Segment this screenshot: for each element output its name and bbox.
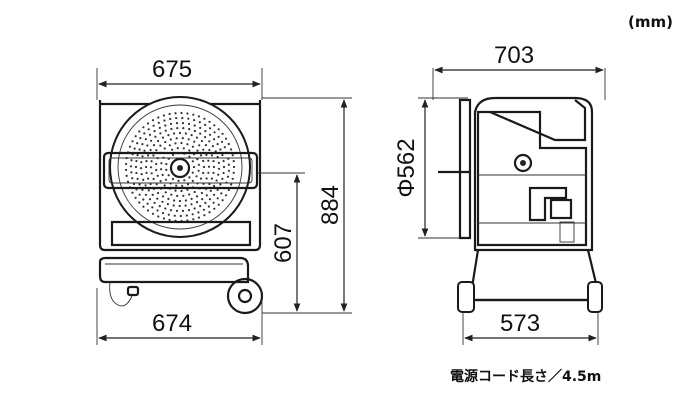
side-frame (473, 96, 594, 252)
front-view: 675 (96, 56, 352, 345)
front-total-height-label: 884 (317, 185, 344, 225)
side-heater-body (438, 96, 603, 313)
dim-side-top-width: 703 (432, 42, 606, 100)
dim-front-inner-height: 607 (258, 172, 305, 314)
dim-side-diameter: Φ562 (393, 97, 468, 239)
dim-side-bottom-width: 573 (462, 310, 599, 345)
fan-hub (169, 157, 191, 179)
front-wheel (226, 277, 264, 315)
front-top-width-label: 675 (152, 56, 192, 83)
side-view: 703 Φ562 (393, 42, 606, 385)
side-bottom-width-label: 573 (500, 310, 540, 337)
front-cord (109, 281, 133, 307)
front-handle (102, 151, 259, 190)
front-bottom-width-label: 674 (152, 310, 192, 337)
front-heater-body (98, 96, 264, 315)
side-top-width-label: 703 (494, 42, 534, 69)
front-tank (98, 256, 250, 284)
side-wheel-left (457, 281, 475, 313)
dim-front-total-height: 884 (262, 97, 352, 314)
power-cord-note: 電源コード長さ／4.5m (450, 368, 601, 385)
side-diameter-label: Φ562 (393, 138, 420, 197)
side-burner-window (513, 153, 533, 173)
side-wheel-right (587, 281, 603, 313)
unit-label: (mm) (628, 13, 673, 31)
side-grille-edge (458, 98, 472, 240)
dim-front-bottom-width: 674 (96, 288, 263, 345)
dim-front-top-width: 675 (96, 56, 263, 100)
front-inner-height-label: 607 (270, 223, 297, 263)
